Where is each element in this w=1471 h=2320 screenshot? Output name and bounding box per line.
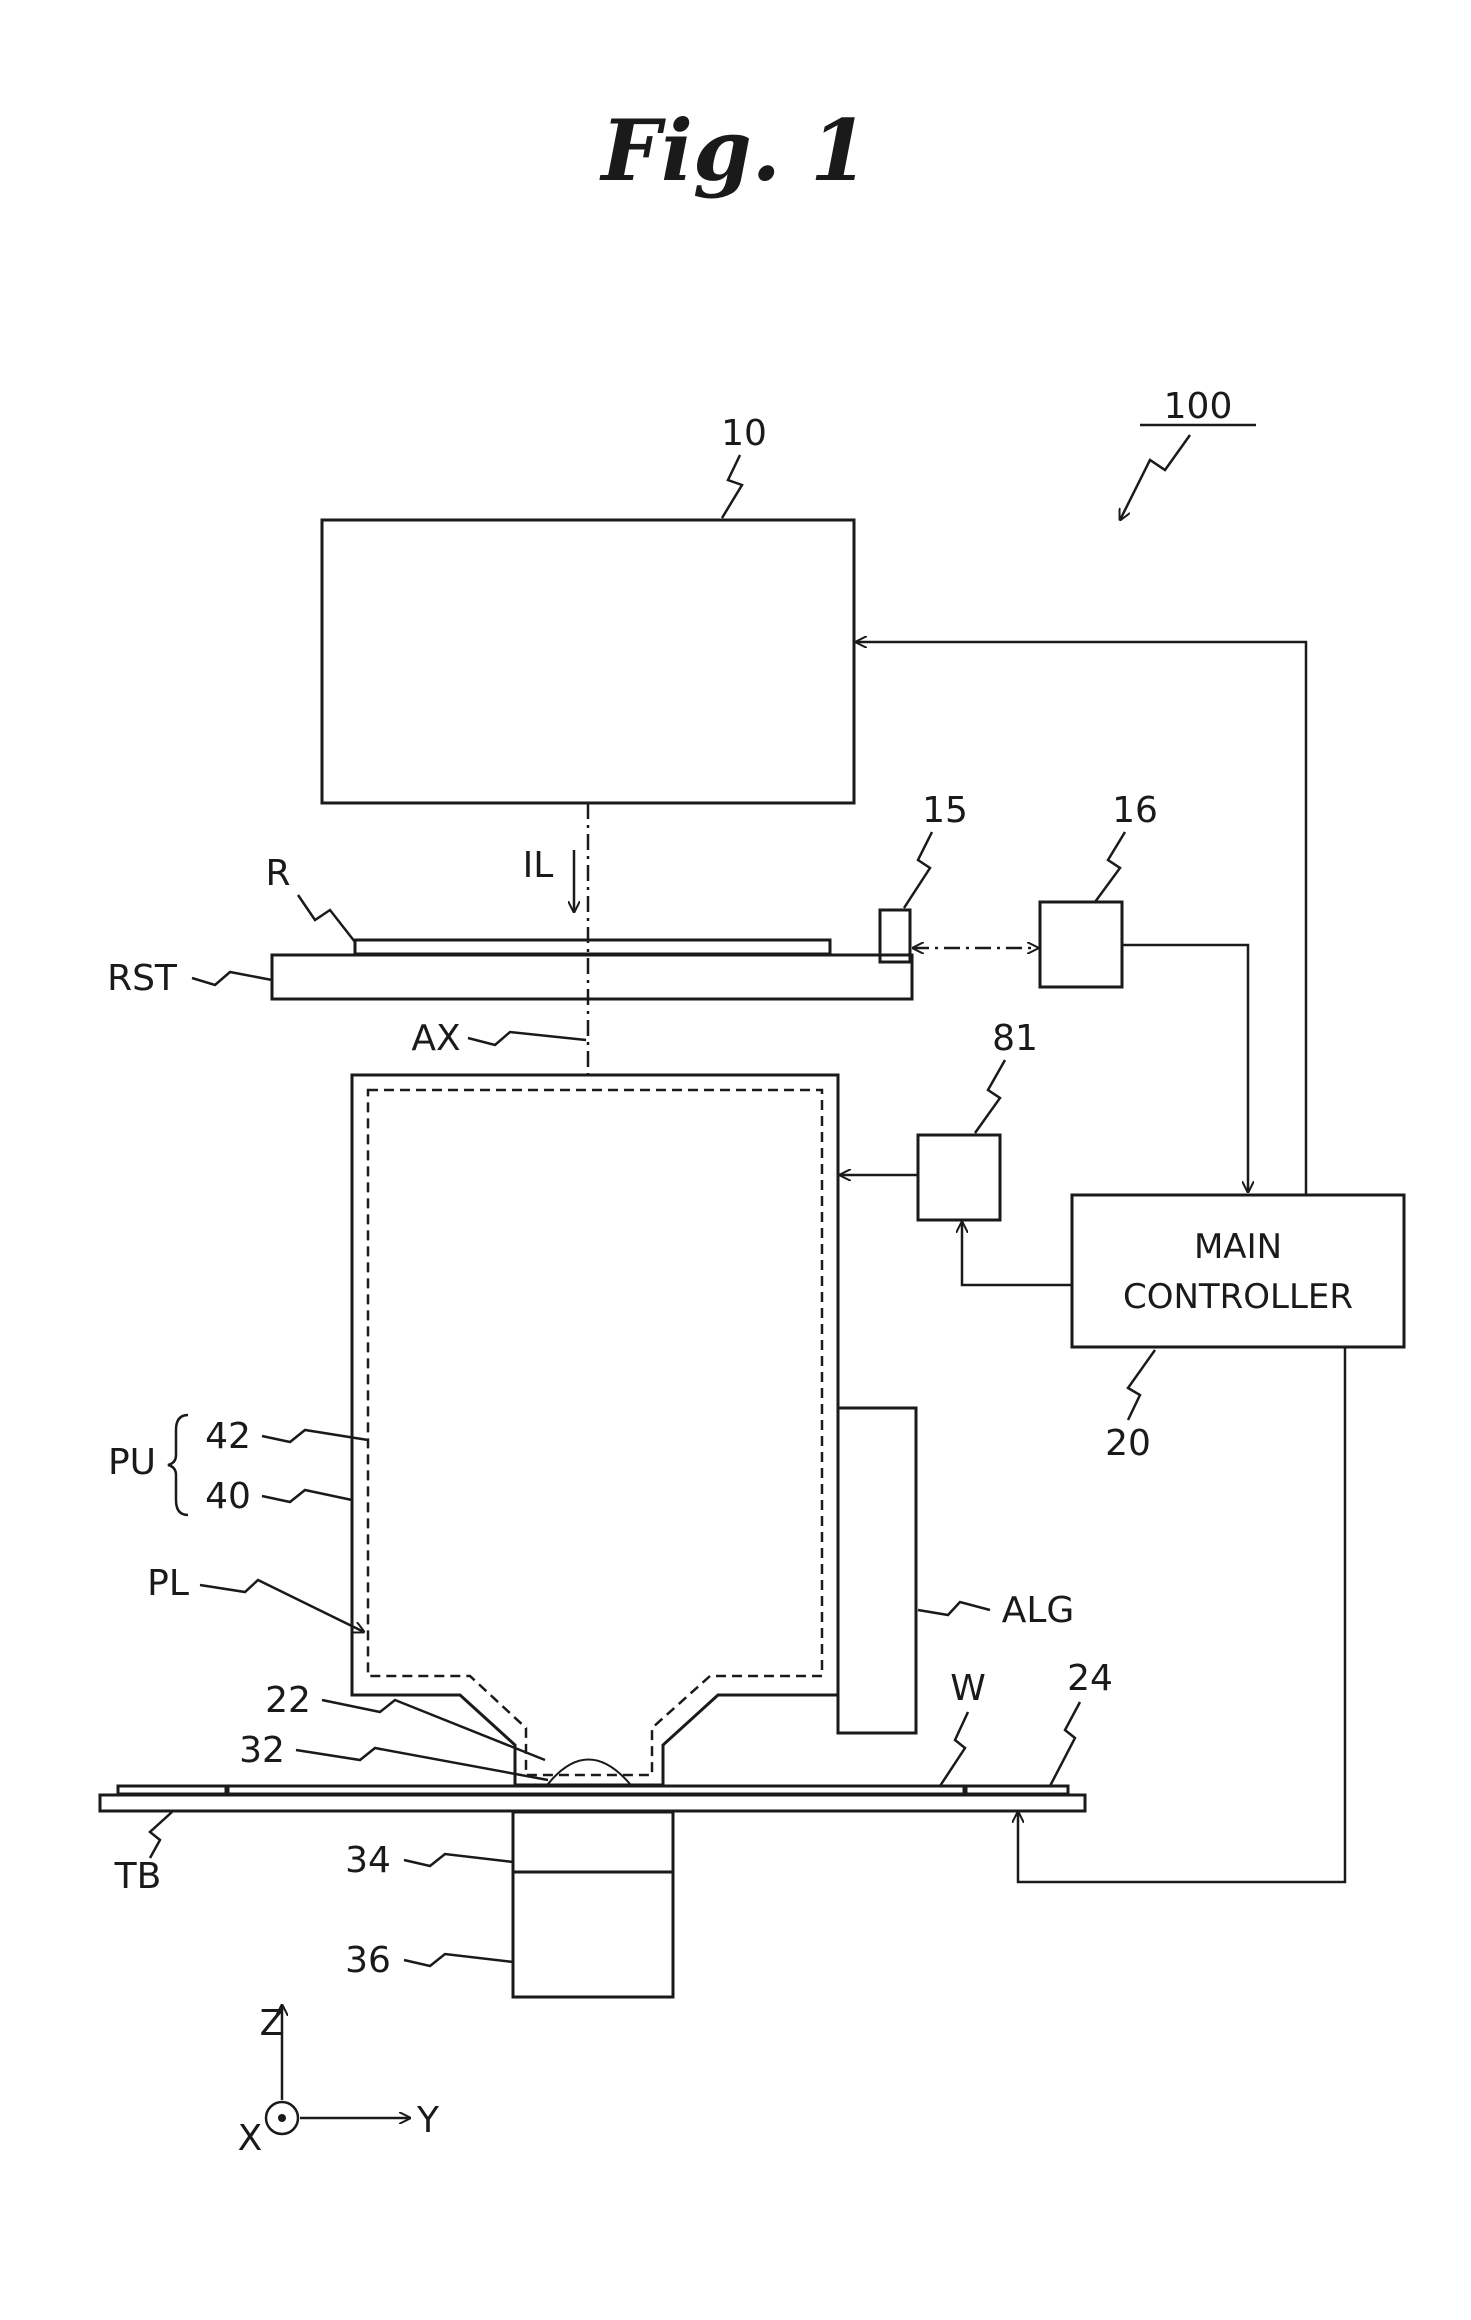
optical-system-inner-label: 42 <box>205 1416 251 1457</box>
main-controller-box <box>1072 1195 1404 1347</box>
reticle-leader <box>298 895 355 942</box>
illumination-system-label: 10 <box>721 413 767 454</box>
lens-drive-leader <box>975 1060 1005 1133</box>
optical-axis-leader <box>468 1032 586 1045</box>
main-controller-leader <box>1128 1350 1155 1420</box>
reticle-stage-drive-leader <box>1095 832 1125 902</box>
alignment-system-label: ALG <box>1002 1590 1075 1631</box>
liquid-label: 32 <box>239 1730 285 1771</box>
axis-x-dot <box>278 2114 286 2122</box>
wafer <box>228 1786 964 1794</box>
axis-x-label: X <box>238 2118 263 2159</box>
reticle-stage-leader <box>192 972 272 985</box>
liquid-meniscus <box>548 1760 630 1785</box>
z-stage-label: 34 <box>345 1840 391 1881</box>
wafer-plate-left <box>118 1786 226 1794</box>
lens-barrel-leader <box>262 1490 352 1502</box>
drive-to-controller-line <box>1122 945 1248 1192</box>
projection-lens-label: PL <box>147 1563 189 1604</box>
lens-barrel-label: 40 <box>205 1476 251 1517</box>
wafer-table-plate-leader <box>1050 1702 1080 1786</box>
axis-z-label: Z <box>260 2003 285 2044</box>
axis-y-label: Y <box>416 2100 440 2141</box>
apparatus-reference-label: 100 <box>1164 386 1233 427</box>
lens-drive-box <box>918 1135 1000 1220</box>
projection-lens-leader <box>200 1580 364 1632</box>
xy-stage-label: 36 <box>345 1940 391 1981</box>
wafer-table-plate <box>966 1786 1068 1794</box>
reticle-label: R <box>265 853 290 894</box>
controller-to-illumination-line <box>856 642 1306 1195</box>
table <box>100 1795 1085 1811</box>
illumination-system-box <box>322 520 854 803</box>
table-leader <box>150 1812 172 1858</box>
wafer-table-plate-label: 24 <box>1067 1658 1113 1699</box>
lens-drive-label: 81 <box>992 1018 1038 1059</box>
nozzle-unit-leader <box>322 1700 545 1760</box>
z-stage-leader <box>404 1854 513 1866</box>
alignment-system-leader <box>918 1602 990 1615</box>
illumination-system-leader <box>722 455 742 518</box>
table-label: TB <box>114 1856 162 1897</box>
nozzle-unit-label: 22 <box>265 1680 311 1721</box>
controller-to-lens-drive-line <box>962 1222 1072 1285</box>
xy-stage-box <box>513 1872 673 1997</box>
reticle-stage-label: RST <box>107 958 178 999</box>
interferometer-label: 15 <box>922 790 968 831</box>
liquid-leader <box>296 1748 548 1780</box>
optical-axis-label: AX <box>411 1018 460 1059</box>
xy-stage-leader <box>404 1954 513 1966</box>
interferometer-leader <box>904 832 932 908</box>
illumination-light-label: IL <box>523 845 554 886</box>
apparatus-reference-leader <box>1120 435 1190 520</box>
z-stage-box <box>513 1812 673 1872</box>
projection-unit-brace <box>168 1415 188 1515</box>
wafer-label: W <box>950 1668 986 1709</box>
reticle <box>355 940 830 954</box>
reticle-stage-drive-label: 16 <box>1112 790 1158 831</box>
figure-title: Fig. 1 <box>599 101 868 200</box>
projection-unit-label: PU <box>108 1442 156 1483</box>
reticle-stage-drive-box <box>1040 902 1122 987</box>
main-controller-line1: MAIN <box>1194 1227 1282 1267</box>
reticle-stage <box>272 955 912 999</box>
main-controller-line2: CONTROLLER <box>1123 1277 1353 1317</box>
wafer-leader <box>940 1712 968 1786</box>
lens-barrel-outer <box>352 1075 838 1785</box>
optical-system-inner <box>368 1090 822 1775</box>
alignment-system-box <box>838 1408 916 1733</box>
main-controller-number: 20 <box>1105 1423 1151 1464</box>
